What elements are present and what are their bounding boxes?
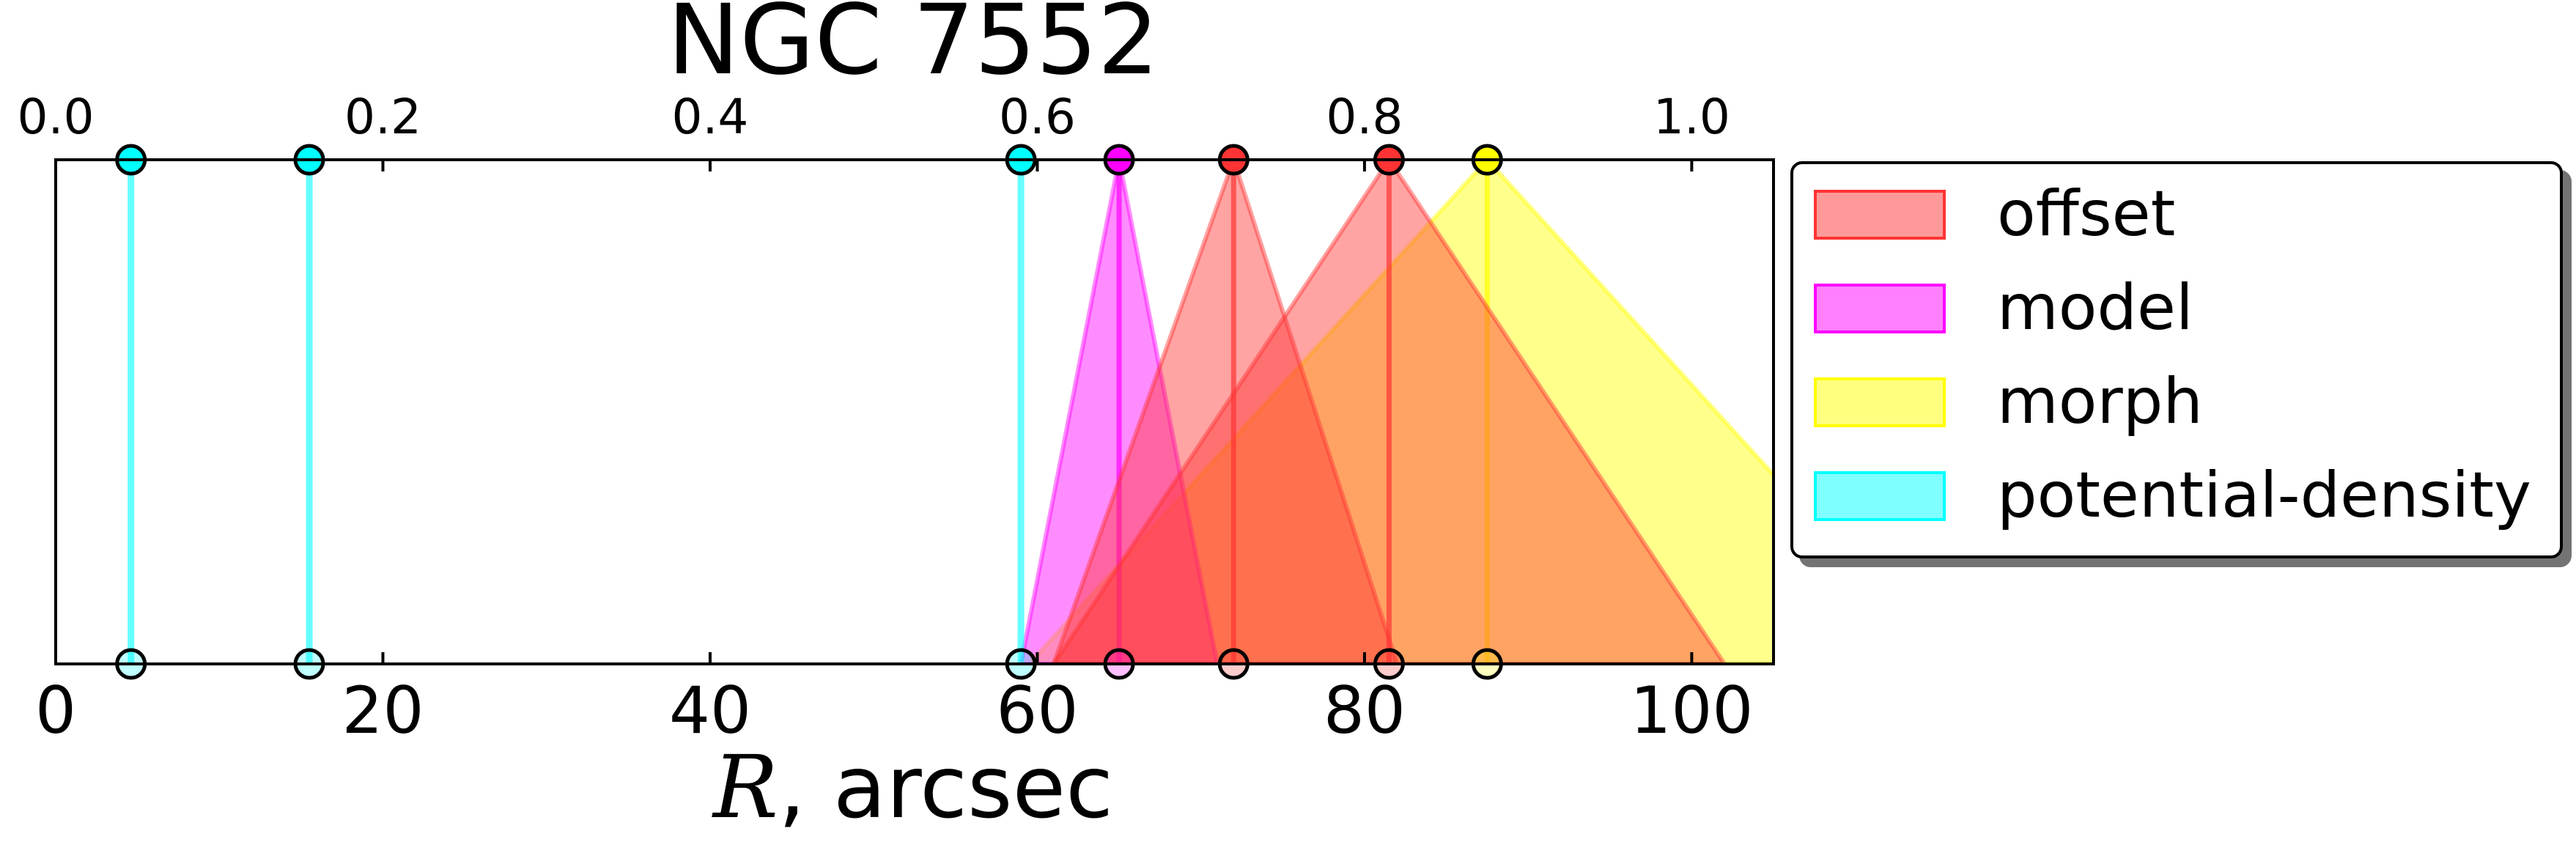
bottom-tick-label: 60 <box>996 673 1078 748</box>
bottom-tick-label: 80 <box>1324 673 1406 748</box>
top-tick-label: 0.6 <box>999 89 1076 145</box>
top-tick-label: 0.0 <box>18 89 95 145</box>
legend-swatch-offset <box>1814 190 1946 240</box>
legend-label-model: model <box>1997 271 2193 344</box>
chart-title: NGC 7552 <box>667 0 1159 97</box>
top-tick-label: 0.2 <box>344 89 421 145</box>
peak-offset-1 <box>1051 160 1400 664</box>
legend-label-morph: morph <box>1997 365 2203 438</box>
bottom-tick-label: 100 <box>1630 673 1753 748</box>
legend-swatch-model <box>1814 284 1946 333</box>
bottom-tick-label: 20 <box>342 673 424 748</box>
top-tick-label: 0.4 <box>671 89 748 145</box>
legend-label-potential-density: potential-density <box>1997 459 2531 532</box>
bottom-tick-label: 40 <box>669 673 751 748</box>
plot-frame <box>54 158 1775 665</box>
top-tick-label: 0.8 <box>1326 89 1403 145</box>
legend-label-offset: offset <box>1997 177 2175 251</box>
legend-swatch-morph <box>1814 377 1946 427</box>
legend-box <box>1790 161 2563 558</box>
bottom-tick-label: 0 <box>35 673 76 748</box>
legend: offset model morph potential-density <box>1790 161 2563 558</box>
legend-swatch-potential-density <box>1814 471 1946 521</box>
x-axis-label: R, arcsec <box>712 736 1113 838</box>
peak-morph-1 <box>1026 160 1774 664</box>
top-tick-label: 1.0 <box>1653 89 1730 145</box>
